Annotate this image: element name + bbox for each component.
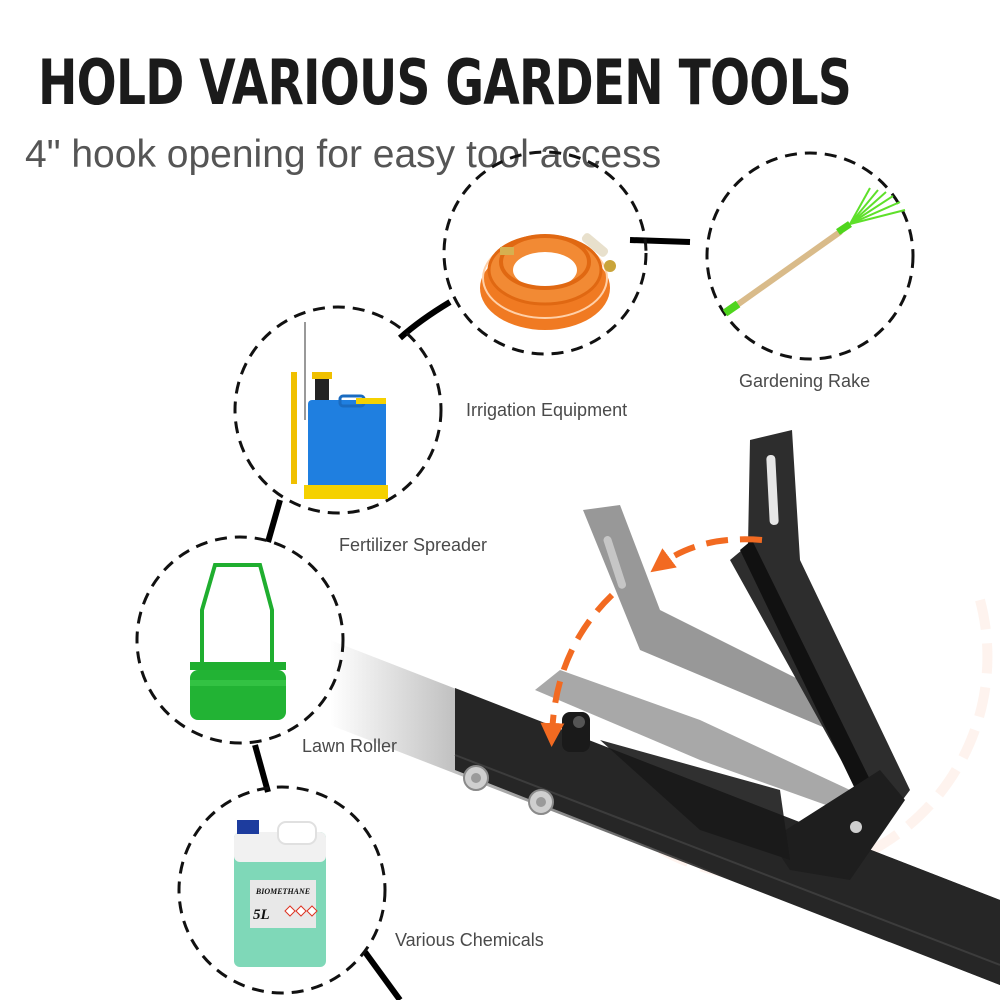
fold-arrow-icon bbox=[540, 536, 763, 747]
page-subtitle: 4" hook opening for easy tool access bbox=[25, 133, 662, 176]
hook-bracket bbox=[562, 430, 910, 880]
tool-label-irrigation: Irrigation Equipment bbox=[466, 400, 628, 420]
hook-bracket-ghost bbox=[535, 505, 850, 810]
svg-text:BIOMETHANE: BIOMETHANE bbox=[255, 887, 310, 896]
tool-label-rake: Gardening Rake bbox=[739, 371, 871, 391]
tool-label-fertilizer: Fertilizer Spreader bbox=[339, 535, 488, 555]
tool-circle-roller bbox=[135, 535, 345, 745]
tool-circle-fertilizer bbox=[233, 305, 443, 515]
tool-label-roller: Lawn Roller bbox=[302, 736, 398, 756]
svg-text:5L: 5L bbox=[253, 907, 270, 923]
tool-label-chemicals: Various Chemicals bbox=[395, 930, 544, 950]
tool-circle-rake bbox=[705, 151, 915, 361]
lawn-roller-icon bbox=[190, 563, 286, 720]
rake-icon bbox=[722, 187, 906, 317]
bolt-icon bbox=[463, 765, 489, 791]
tool-circle-chemicals bbox=[177, 785, 387, 995]
backpack-sprayer-icon bbox=[291, 322, 388, 499]
connector-lines bbox=[252, 237, 691, 1000]
page-title: HOLD VARIOUS GARDEN TOOLS bbox=[38, 46, 852, 119]
bolt-icon bbox=[528, 789, 554, 815]
tool-circle-irrigation bbox=[442, 150, 648, 356]
garden-hose-icon bbox=[480, 233, 616, 330]
chemical-jug-icon: BIOMETHANE 5L bbox=[234, 820, 326, 967]
